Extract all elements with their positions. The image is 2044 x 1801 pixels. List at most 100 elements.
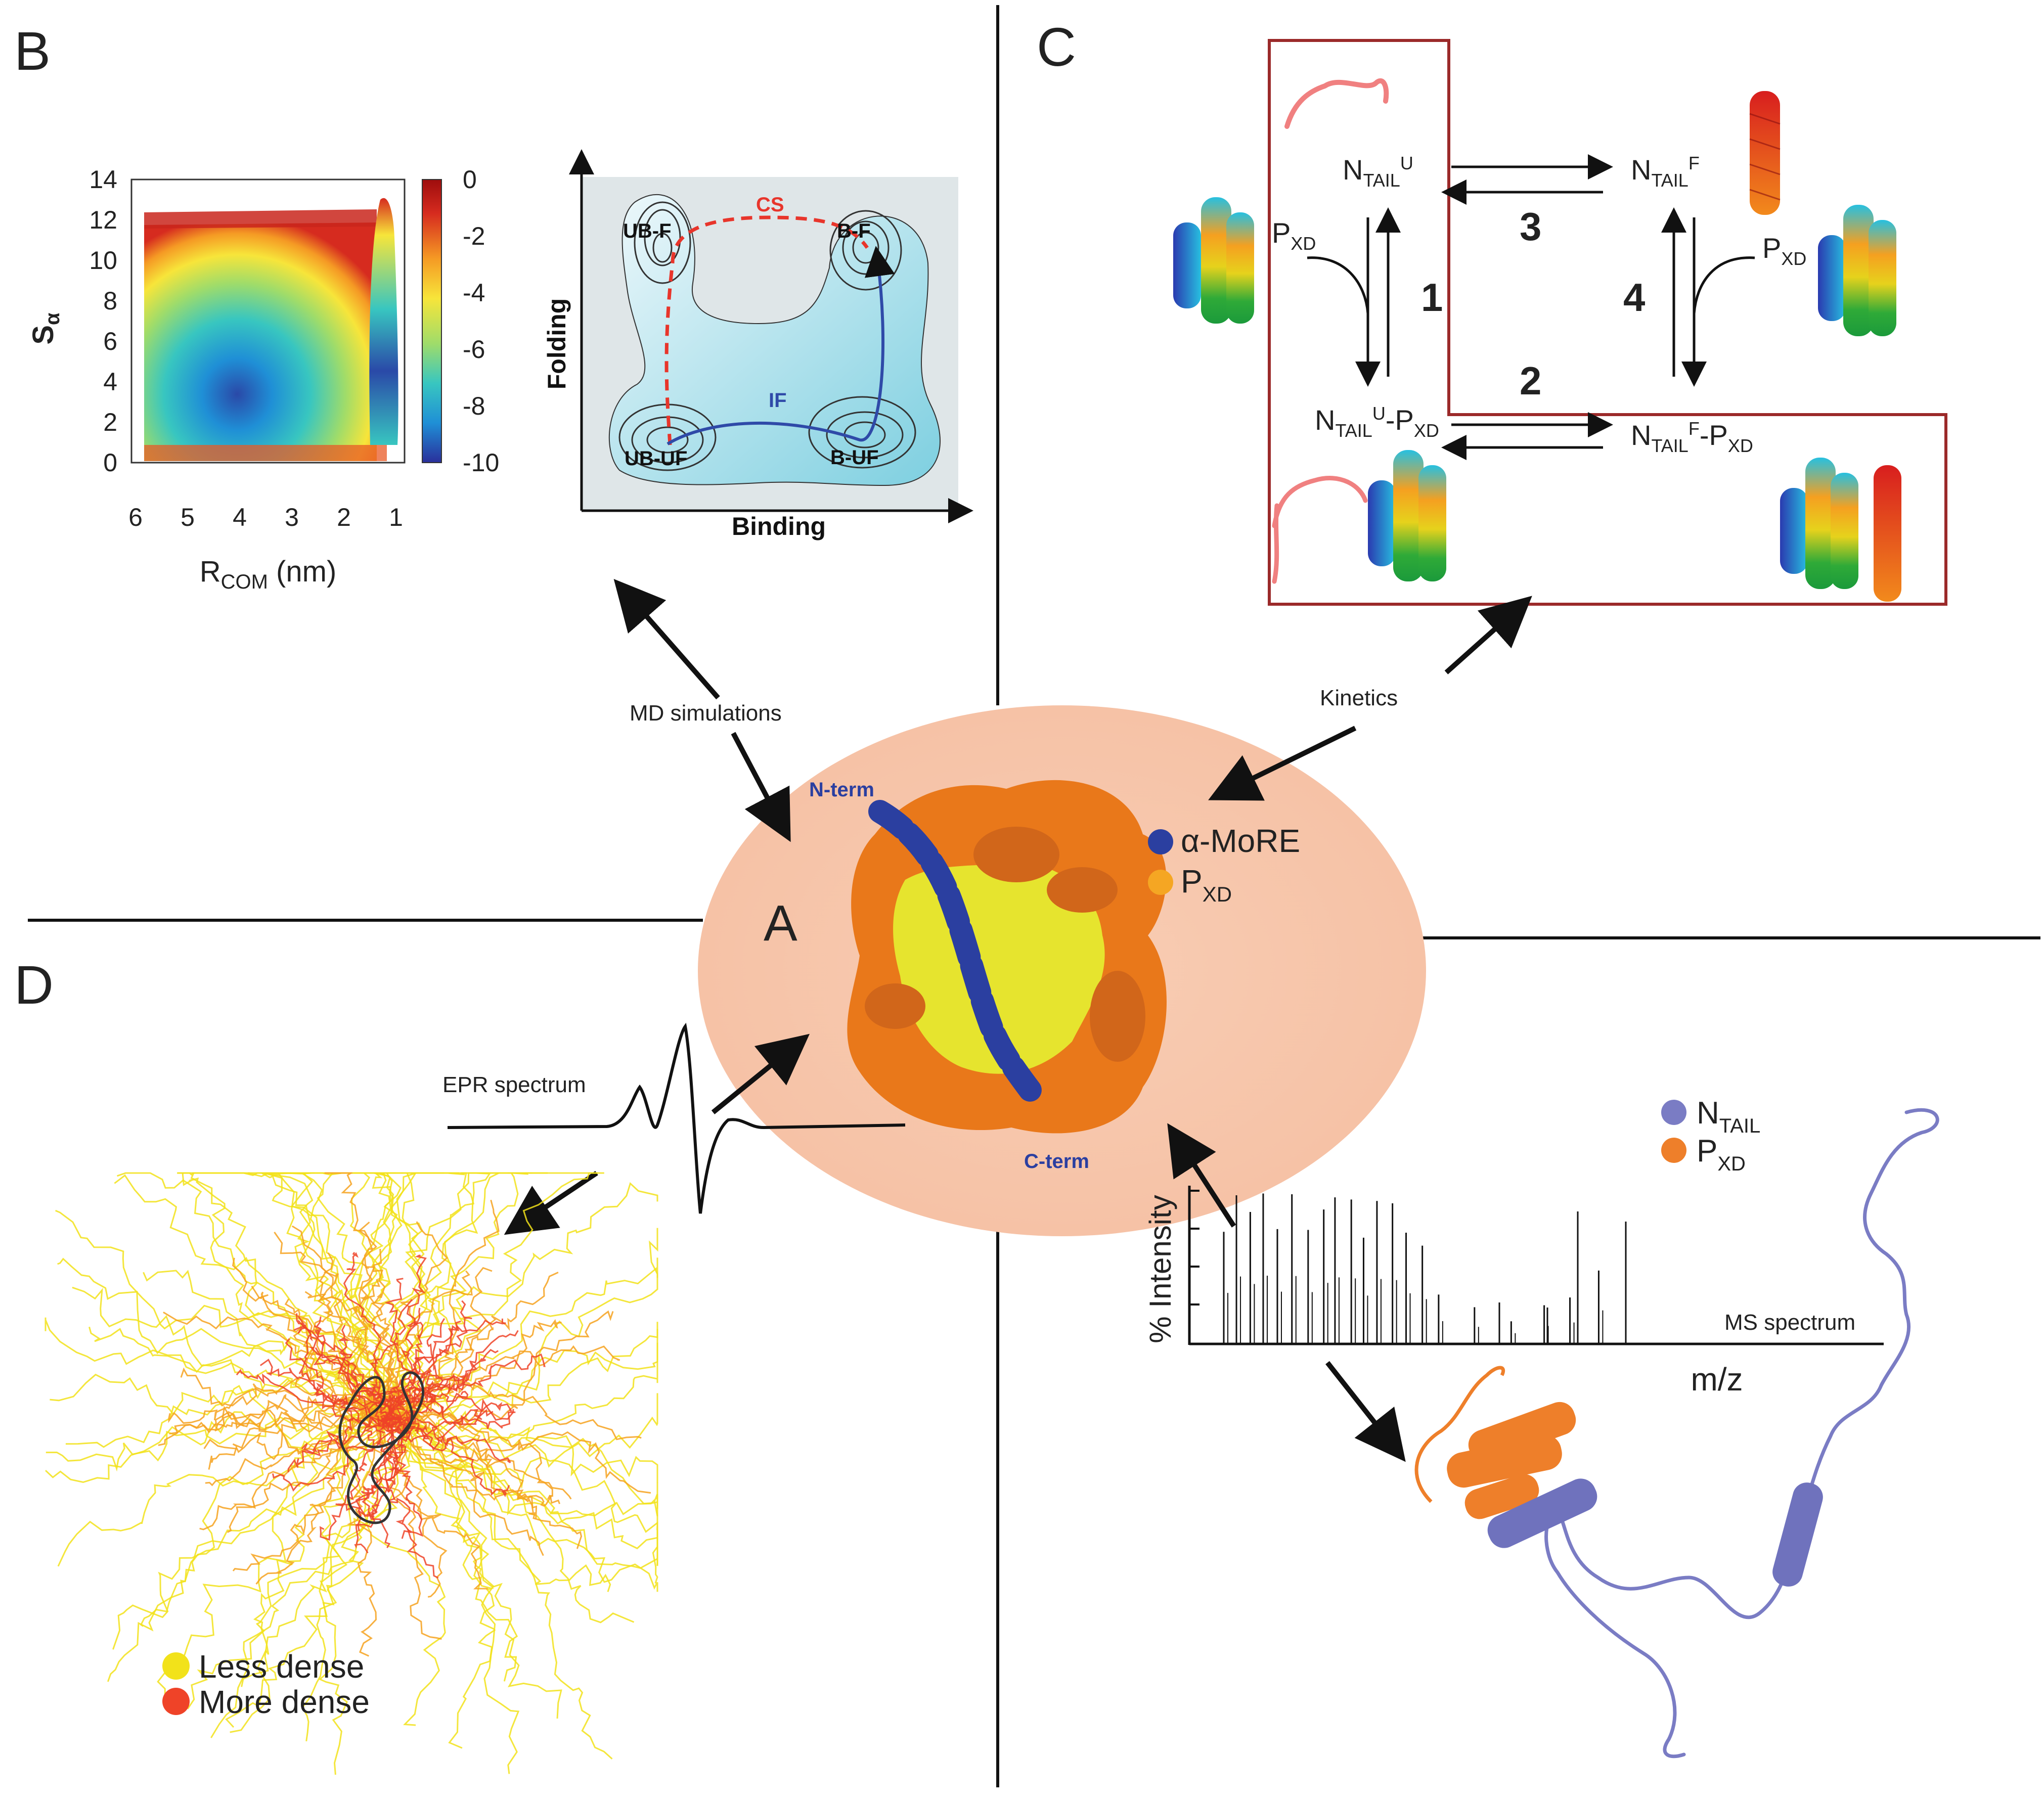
label-md-simulations: MD simulations: [630, 701, 782, 726]
conformer-trace: [57, 1257, 406, 1411]
cs-path: [664, 215, 869, 445]
state-ntail-f: NTAILF: [1631, 153, 1700, 191]
heatmap-ytick: 4: [103, 368, 117, 396]
heatmap-ylabel: Sα: [27, 312, 64, 345]
step-label-1: 1: [1421, 275, 1443, 320]
conformer-trace: [285, 1338, 385, 1433]
legend-label-pxd-ms: PXD: [1697, 1134, 1746, 1175]
legend-dot-more: [1148, 829, 1173, 854]
contour-ubf-1: [644, 209, 681, 266]
complex-u-tail: [1272, 476, 1368, 584]
conformer-trace: [370, 1278, 404, 1401]
ms-xlabel: m/z: [1691, 1361, 1743, 1398]
legend-dot-ntail: [1661, 1100, 1686, 1125]
conformer-trace: [320, 1417, 391, 1541]
pxd-helices-ms: [1447, 1402, 1576, 1519]
ms-ylabel: % Intensity: [1143, 1195, 1177, 1343]
conformer-trace: [407, 1322, 658, 1440]
label-ms-spectrum: MS spectrum: [1724, 1310, 1855, 1335]
heatmap-xtick: 1: [389, 503, 403, 531]
conformer-trace: [395, 1172, 501, 1420]
conformer-trace: [354, 1412, 415, 1554]
arrow-epr-to-center: [711, 1033, 810, 1114]
label-kinetics: Kinetics: [1320, 686, 1398, 710]
arrow-to-md: [613, 578, 720, 700]
legend-label-more: α-MoRE: [1181, 823, 1300, 859]
legend-dot-pxd: [1148, 870, 1173, 895]
conformer-trace: [318, 1401, 402, 1775]
step-label-3: 3: [1520, 204, 1541, 249]
conformer-trace: [385, 1392, 512, 1429]
conformer-trace: [232, 1413, 413, 1571]
epr-panel: Less dense More dense: [45, 1022, 906, 1775]
conformer-trace: [319, 1252, 397, 1421]
conformer-trace: [55, 1209, 387, 1415]
label-ubuf: UB-UF: [625, 447, 687, 470]
conformer-trace: [368, 1398, 401, 1518]
label-if: IF: [769, 389, 787, 412]
label-bf: B-F: [837, 220, 871, 242]
surface-bump-1: [973, 827, 1059, 882]
colorbar-tick: -8: [463, 392, 485, 420]
legend-label-more-dense: More dense: [199, 1684, 370, 1720]
surface-bump-3: [865, 983, 925, 1029]
conformer-trace: [310, 1172, 398, 1415]
label-ubf: UB-F: [623, 220, 672, 242]
conformer-trace: [57, 1429, 384, 1567]
landscape-panel: UB-F B-F UB-UF B-UF CS IF Binding Foldin…: [543, 149, 973, 541]
conformer-trace: [301, 1404, 422, 1742]
conformer-trace: [214, 1397, 379, 1455]
conformer-trace: [301, 1397, 408, 1457]
step-label-4: 4: [1623, 275, 1645, 320]
conformer-trace: [389, 1371, 642, 1440]
conformer-trace: [112, 1410, 389, 1650]
state-complex-u: NTAILU-PXD: [1315, 403, 1439, 441]
legend-dot-pxd-ms: [1661, 1138, 1686, 1163]
conformer-trace: [376, 1182, 658, 1398]
conformer-trace: [350, 1172, 396, 1401]
conformer-trace: [355, 1416, 408, 1532]
label-buf: B-UF: [830, 446, 879, 469]
ntail-unfolded-structure: [1284, 78, 1389, 129]
arrow-ms-to-center: [1167, 1123, 1236, 1228]
conformer-trace: [382, 1257, 658, 1422]
contour-bf-3: [829, 210, 902, 291]
conformer-trace: [236, 1369, 397, 1424]
heatmap-xlabel: RCOM (nm): [200, 555, 337, 593]
conformer-trace: [390, 1345, 620, 1429]
contour-ubf-3: [652, 233, 673, 263]
label-cs: CS: [756, 194, 784, 216]
surface-bump-2: [1047, 867, 1118, 913]
heatmap-xtick: 2: [337, 503, 351, 531]
heatmap-right-spike: [369, 198, 398, 445]
contour-buf-3: [808, 396, 916, 469]
state-pxd-left: PXD: [1272, 217, 1316, 254]
conformer-trace: [375, 1254, 427, 1400]
legend-label-pxd: PXD: [1181, 863, 1232, 906]
center-legend: α-MoRE PXD: [1148, 823, 1300, 906]
conformer-trace: [409, 1172, 598, 1416]
binding-curve-1: [1307, 256, 1369, 314]
conformer-trace: [335, 1423, 396, 1517]
heatmap-xtick: 5: [181, 503, 195, 531]
if-path: [666, 246, 895, 445]
conformer-trace: [406, 1417, 613, 1760]
landscape-xlabel: Binding: [732, 512, 826, 541]
scheme-panel: NTAILU NTAILF PXD PXD NTAILU-PXD NTAILF-…: [1173, 39, 1947, 606]
scheme-box: [1268, 39, 1947, 606]
conformer-trace: [412, 1417, 658, 1547]
heatmap-ytick: 10: [89, 246, 117, 275]
arrow-md-to-center: [731, 732, 791, 842]
legend-dot-more-dense: [162, 1688, 190, 1715]
heatmap-xtick: 6: [128, 503, 143, 531]
arrow-epr-to-ensemble: [504, 1170, 598, 1235]
pxd-structure-right: [1818, 205, 1896, 336]
colorbar-tick: -6: [463, 335, 485, 364]
conformer-trace: [385, 1342, 658, 1448]
conformer-trace: [203, 1398, 402, 1460]
label-cterm: C-term: [1024, 1150, 1089, 1173]
conformer-trace: [402, 1308, 431, 1403]
conformer-trace: [230, 1410, 376, 1733]
conformer-trace: [392, 1405, 518, 1682]
conformer-trace: [401, 1429, 562, 1719]
